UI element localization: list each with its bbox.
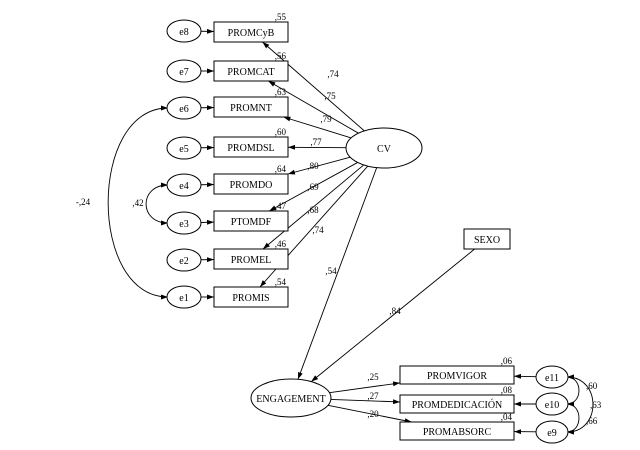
- observed-label-ptomdf: PTOMDF: [231, 217, 272, 228]
- coef-engagement-promdedicacion: ,27: [367, 391, 379, 401]
- r-squared-promel: ,46: [275, 239, 287, 249]
- coef-engagement-promvigor: ,25: [367, 372, 379, 382]
- error-label-e8: e8: [179, 27, 188, 38]
- r-squared-ptomdf: ,47: [275, 201, 287, 211]
- r-squared-promdsl: ,60: [275, 127, 287, 137]
- observed-label-promcyb: PROMCyB: [228, 28, 275, 39]
- coef-cv-promis: ,74: [312, 225, 324, 235]
- error-label-e1: e1: [179, 293, 188, 304]
- r-squared-promis: ,54: [275, 277, 287, 287]
- observed-label-promnt: PROMNT: [230, 103, 272, 114]
- observed-box-promdedicacion: [399, 394, 515, 414]
- observed-box-ptomdf: [213, 210, 289, 232]
- observed-label-promel: PROMEL: [231, 255, 272, 266]
- error-circle-e11: [535, 365, 569, 389]
- observed-label-promcat: PROMCAT: [227, 67, 274, 78]
- observed-box-promvigor: [399, 365, 515, 385]
- error-label-e4: e4: [179, 181, 188, 192]
- error-circle-e10: [535, 392, 569, 416]
- coef-cv-promcat: ,75: [324, 91, 336, 101]
- path-cv-to-promcyb: [262, 41, 365, 132]
- error-circle-e2: [166, 248, 202, 272]
- covariance-e11-e10: [566, 374, 580, 407]
- error-label-e3: e3: [179, 219, 188, 230]
- error-label-e10: e10: [545, 400, 559, 411]
- error-circle-e6: [166, 96, 202, 120]
- error-label-e9: e9: [547, 428, 556, 439]
- covariance-coef-e11-e10: ,60: [586, 381, 598, 391]
- observed-label-promis: PROMIS: [232, 293, 269, 304]
- observed-label-promdsl: PROMDSL: [227, 143, 274, 154]
- observed-box-promel: [213, 248, 289, 270]
- observed-box-sexo: [463, 228, 511, 250]
- error-circle-e4: [166, 173, 202, 197]
- latent-label-engagement: ENGAGEMENT: [256, 394, 325, 405]
- path-cv-to-ptomdf: [269, 162, 358, 212]
- path-engagement-to-promabsorc: [327, 404, 412, 424]
- latent-ellipse-cv: [345, 127, 423, 169]
- observed-box-promdsl: [213, 136, 289, 158]
- observed-label-promabsorc: PROMABSORC: [423, 427, 492, 438]
- observed-box-promabsorc: [399, 421, 515, 441]
- path-engagement-to-promdedicacion: [330, 398, 401, 405]
- r-squared-promvigor: ,06: [501, 356, 513, 366]
- observed-label-promdedicacion: PROMDEDICACIÓN: [412, 399, 503, 411]
- r-squared-promdo: ,64: [275, 164, 287, 174]
- error-circle-e5: [166, 136, 202, 160]
- r-squared-promnt: ,63: [275, 87, 287, 97]
- path-cv-to-promnt: [283, 116, 352, 139]
- error-label-e11: e11: [545, 373, 559, 384]
- error-label-e6: e6: [179, 104, 188, 115]
- covariance-coef-e4-e3: ,42: [132, 198, 143, 208]
- covariance-e4-e3: [145, 182, 169, 226]
- observed-box-promdo: [213, 173, 289, 195]
- nodes-layer: [166, 19, 569, 444]
- coef-cv-promnt: ,79: [320, 114, 332, 124]
- path-cv-to-promdo: [287, 156, 351, 175]
- covariance-coef-e6-e1: -,24: [76, 197, 91, 207]
- error-circle-e1: [166, 285, 202, 309]
- observed-box-promis: [213, 286, 289, 308]
- error-label-e5: e5: [179, 144, 188, 155]
- error-label-e7: e7: [179, 67, 188, 78]
- covariance-e11-e9: [566, 374, 594, 435]
- error-circle-e3: [166, 211, 202, 235]
- observed-box-promcyb: [213, 21, 289, 43]
- path-sexo-to-engagement: [310, 248, 475, 382]
- observed-label-sexo: SEXO: [474, 235, 500, 246]
- covariance-coef-e11-e9: ,66: [586, 416, 598, 426]
- coef-cv-ptomdf: ,69: [307, 182, 319, 192]
- r-squared-promdedicacion: ,08: [501, 385, 513, 395]
- coef-engagement-promabsorc: ,20: [367, 409, 379, 419]
- coef-cv-promcyb: ,74: [327, 69, 339, 79]
- error-circle-e9: [535, 420, 569, 444]
- error-label-e2: e2: [179, 256, 188, 267]
- labels-layer: PROMCyB,55PROMCAT,56PROMNT,63PROMDSL,60P…: [76, 12, 602, 439]
- covariance-e10-e9: [566, 401, 580, 435]
- path-cv-to-promel: [262, 164, 365, 250]
- coef-sexo-engagement: ,84: [389, 306, 401, 316]
- observed-label-promdo: PROMDO: [230, 180, 273, 191]
- path-engagement-to-promvigor: [329, 381, 401, 394]
- observed-box-promcat: [213, 60, 289, 82]
- error-circle-e8: [166, 19, 202, 43]
- coef-cv-engagement: ,54: [325, 266, 337, 276]
- latent-ellipse-engagement: [250, 378, 332, 418]
- observed-box-promnt: [213, 96, 289, 118]
- r-squared-promcyb: ,55: [275, 12, 287, 22]
- r-squared-promabsorc: ,04: [501, 412, 513, 422]
- coef-cv-promdsl: ,77: [310, 137, 322, 147]
- path-cv-to-promcat: [268, 80, 359, 134]
- observed-label-promvigor: PROMVIGOR: [427, 371, 487, 382]
- r-squared-promcat: ,56: [275, 51, 287, 61]
- error-circle-e7: [166, 59, 202, 83]
- edges-layer: [107, 28, 594, 435]
- covariance-coef-e10-e9: ,63: [590, 400, 602, 410]
- coef-cv-promdo: ,80: [307, 161, 319, 171]
- coef-cv-promel: ,68: [307, 205, 319, 215]
- path-cv-to-engagement: [297, 167, 378, 380]
- latent-label-cv: CV: [377, 144, 392, 155]
